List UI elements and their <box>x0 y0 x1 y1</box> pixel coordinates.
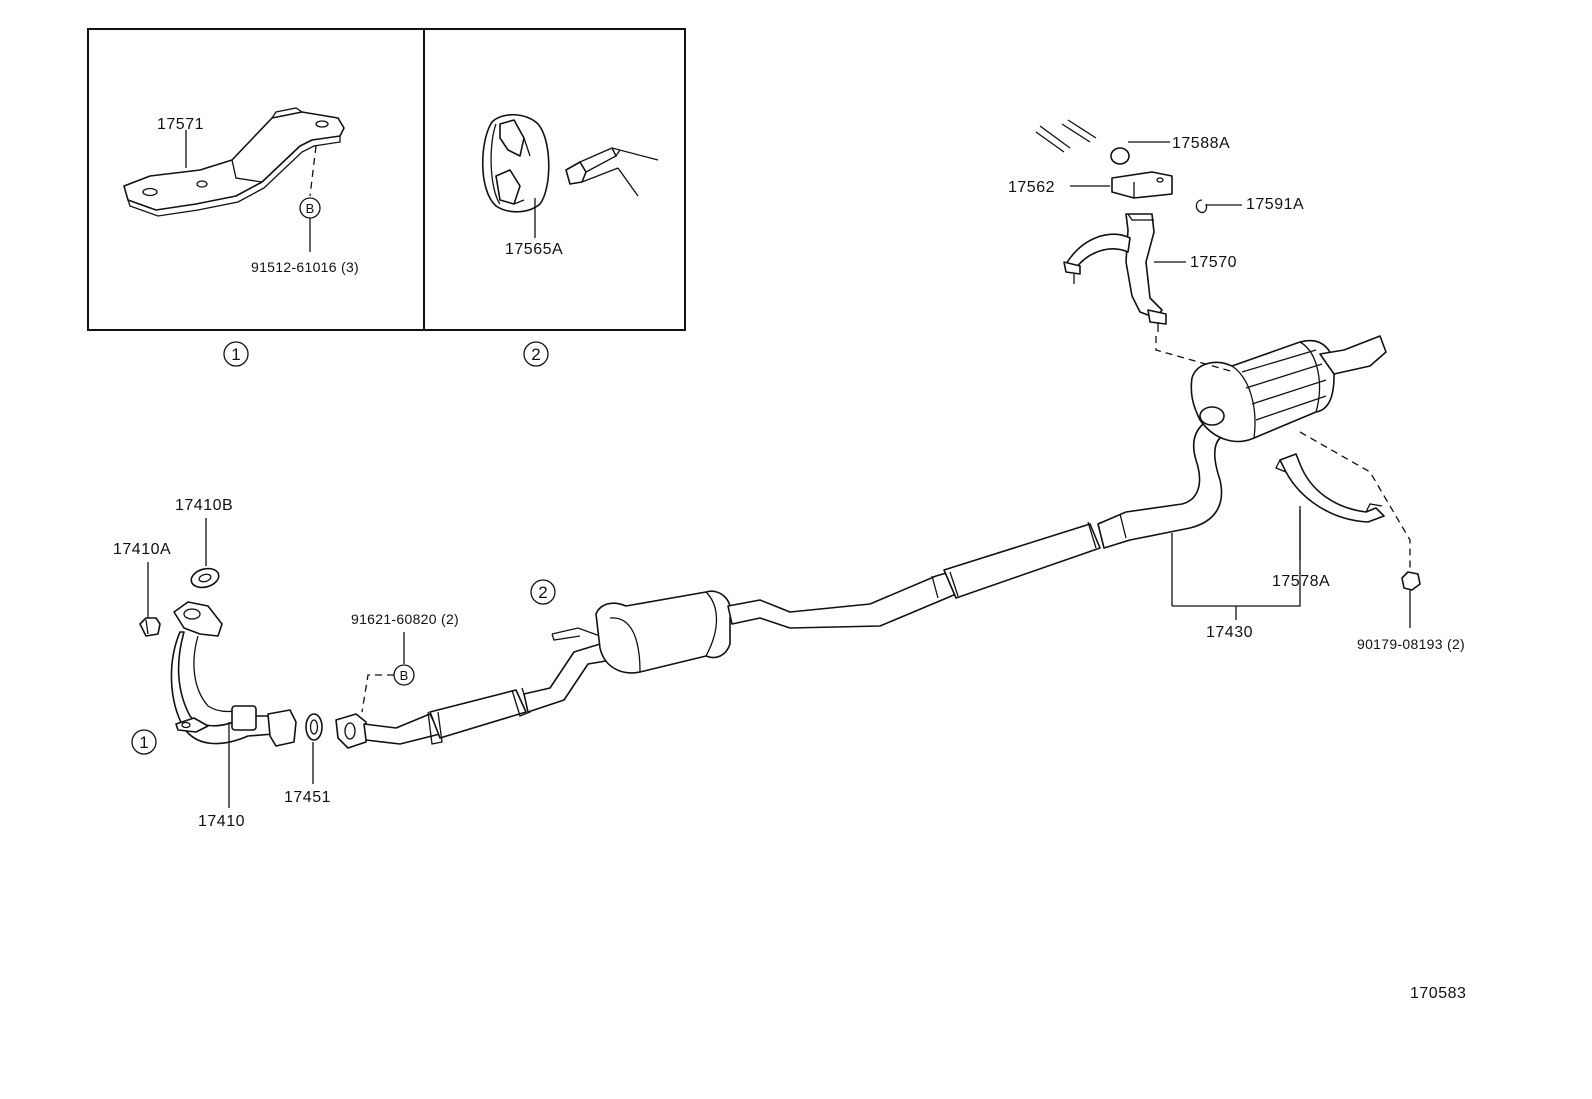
label-17430: 17430 <box>1206 624 1253 641</box>
body-mount-lines <box>1035 119 1097 153</box>
band-17570-drawing <box>1063 213 1167 332</box>
label-17578A: 17578A <box>1272 573 1330 590</box>
bolt-90179-drawing <box>1401 571 1421 591</box>
center-hanger-marker-circle <box>530 579 556 605</box>
front-pipe-17410-drawing <box>170 601 297 747</box>
label-17410A: 17410A <box>113 541 171 558</box>
inset-1-marker-circle <box>223 341 249 367</box>
band-17578A-drawing <box>1275 453 1385 523</box>
label-17410B: 17410B <box>175 497 233 514</box>
inset-frame <box>87 28 686 331</box>
clip-17591A-drawing <box>1195 199 1208 214</box>
center-bolt-marker: B <box>400 668 409 683</box>
label-17571: 17571 <box>157 116 204 133</box>
rear-hanger-assembly: 17588A 17562 17591A 17570 <box>1008 119 1304 373</box>
bracket-17571-drawing <box>123 107 345 217</box>
center-bolt-dashed-leader <box>361 674 394 713</box>
label-17591A: 17591A <box>1246 196 1304 213</box>
label-17562: 17562 <box>1008 179 1055 196</box>
gasket-17410B-drawing <box>190 567 220 589</box>
label-17570: 17570 <box>1190 254 1237 271</box>
inset-1: 17571 B 91512-61016 (3) 1 <box>123 107 359 367</box>
inset-2-marker: 2 <box>531 345 540 364</box>
label-91512-61016: 91512-61016 (3) <box>251 259 359 275</box>
center-hanger-marker: 2 <box>538 583 547 602</box>
flange-gasket-17451: 17451 <box>284 713 331 806</box>
front-pipe-marker: 1 <box>139 733 148 752</box>
label-17588A: 17588A <box>1172 135 1230 152</box>
lower-band-dashed-leader <box>1299 431 1411 570</box>
tail-pipe-assembly: 17430 <box>1171 335 1387 641</box>
bolt-marker-b: B <box>306 201 315 216</box>
inset-1-marker: 1 <box>231 345 240 364</box>
center-pipe-drawing <box>335 413 1233 749</box>
band-dashed-leader <box>1155 336 1235 373</box>
diagram-id: 170583 <box>1410 985 1466 1002</box>
cushion-17588A-drawing <box>1110 147 1130 165</box>
gasket-17451-drawing <box>305 713 323 741</box>
center-pipe-assembly: 91621-60820 (2) B 2 <box>335 413 1233 749</box>
inset-border <box>87 28 686 331</box>
front-pipe-assembly: 17410B 17410A 17410 1 <box>113 497 297 830</box>
label-17410: 17410 <box>198 813 245 830</box>
hanger-17565A-drawing <box>481 113 659 213</box>
bracket-17562-drawing <box>1111 171 1173 199</box>
inset-2: 17565A 2 <box>481 113 659 367</box>
inset-2-marker-circle <box>523 341 549 367</box>
label-91621-60820: 91621-60820 (2) <box>351 611 459 627</box>
rear-muffler-drawing <box>1190 335 1387 443</box>
label-17565A: 17565A <box>505 241 563 258</box>
bolt-dashed-leader <box>309 145 317 197</box>
front-pipe-marker-circle <box>131 729 157 755</box>
nut-17410A-drawing <box>139 617 161 637</box>
lower-band-assembly: 17578A 90179-08193 (2) <box>1272 431 1465 652</box>
label-17451: 17451 <box>284 789 331 806</box>
label-90179-08193: 90179-08193 (2) <box>1357 636 1465 652</box>
